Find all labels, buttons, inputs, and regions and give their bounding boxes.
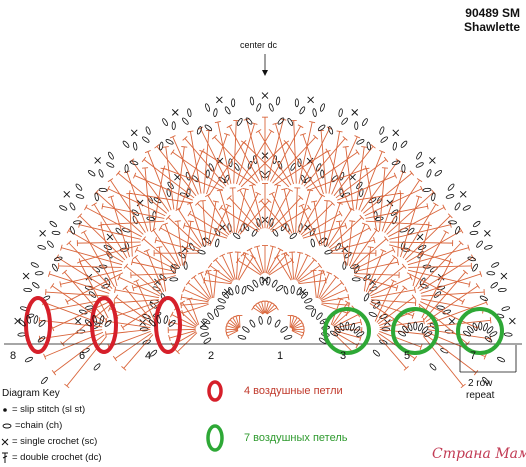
chart-row [38, 116, 492, 389]
repeat-label: 2 row repeat [466, 378, 494, 402]
dc-icon [2, 452, 8, 463]
key-icons [1, 408, 12, 463]
repeat-bracket [459, 345, 517, 373]
chart-row [225, 300, 305, 339]
pattern-name: Shawlette [463, 20, 520, 34]
chart-row [167, 245, 363, 355]
red-marker-ring [154, 296, 182, 354]
diagram-key-title: Diagram Key [2, 388, 60, 399]
repeat-line1: 2 row [467, 378, 493, 389]
cross-icon [1, 438, 9, 446]
green-legend-ring [206, 424, 224, 452]
highlight-markers [18, 296, 504, 355]
key-slip-stitch: = slip stitch (sl st) [12, 404, 86, 415]
row-number: 4 [145, 350, 152, 362]
arch-rows [14, 92, 516, 389]
green-marker-ring [323, 307, 371, 355]
red-marker-ring [24, 296, 52, 354]
row-number: 8 [10, 350, 17, 362]
chart-row [14, 92, 516, 384]
pattern-header: 90489 SM Shawlette [464, 6, 520, 34]
watermark: Страна Мам [432, 446, 526, 462]
row-number: 3 [340, 350, 347, 362]
repeat-line2: repeat [466, 390, 495, 401]
green-marker-ring [391, 307, 439, 355]
legend-rings [206, 380, 224, 452]
row-number: 6 [79, 350, 86, 362]
row-number: 1 [277, 350, 284, 362]
green-marker-ring [456, 307, 504, 355]
row-number: 2 [208, 350, 215, 362]
chart-row [199, 276, 331, 344]
legend-red-text: 4 воздушные петли [244, 385, 343, 397]
center-arrow [262, 54, 268, 76]
legend-green-text: 7 воздушных петель [244, 432, 348, 444]
red-legend-ring [207, 380, 223, 402]
red-marker-ring [90, 296, 118, 354]
center-label: center dc [240, 40, 278, 50]
center-chain-arc [237, 316, 293, 340]
pattern-code: 90489 SM [465, 6, 520, 20]
key-chain: =chain (ch) [15, 420, 63, 431]
chart-row [139, 216, 391, 357]
oval-icon [2, 423, 12, 429]
key-single-crochet: = single crochet (sc) [12, 436, 98, 447]
key-double-crochet: = double crochet (dc) [12, 452, 102, 463]
dot-icon [3, 408, 7, 412]
row-number: 5 [404, 350, 411, 362]
row-number: 7 [470, 350, 477, 362]
